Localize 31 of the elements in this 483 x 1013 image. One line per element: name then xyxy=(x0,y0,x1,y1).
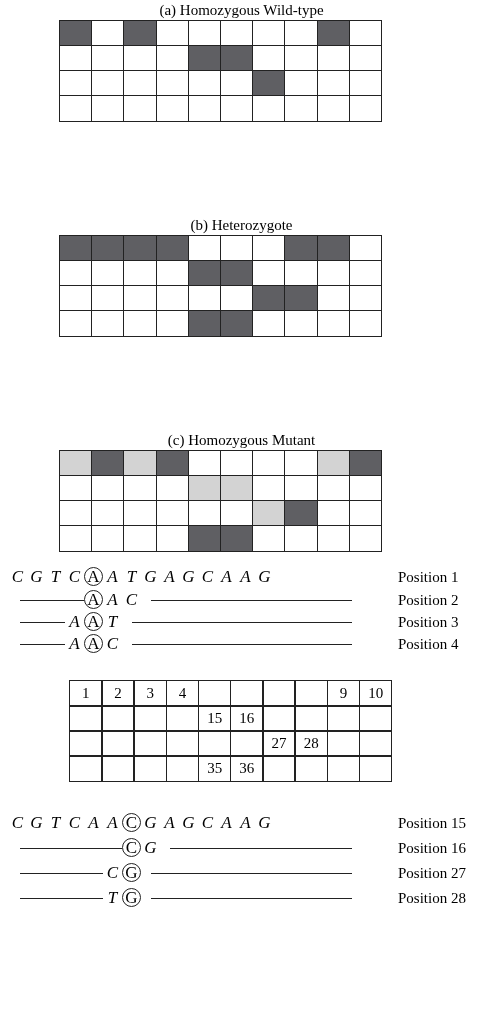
table-cell: 28 xyxy=(294,730,329,757)
table-cell: 9 xyxy=(326,680,361,707)
position-label: Position 4 xyxy=(398,635,459,653)
table-cell: 27 xyxy=(262,730,296,757)
sequence-text: C G xyxy=(103,862,141,884)
position-label: Position 16 xyxy=(398,839,466,857)
position-label: Position 27 xyxy=(398,864,466,882)
sequence-text: C G xyxy=(122,837,160,859)
table-cell: 10 xyxy=(358,680,393,707)
table-cell: 1 xyxy=(69,680,103,707)
sequence-text: A A T xyxy=(67,611,119,633)
position-label: Position 1 xyxy=(398,568,459,586)
table-cell: 36 xyxy=(230,755,264,782)
position-label: Position 28 xyxy=(398,889,466,907)
table-cell: 3 xyxy=(133,680,168,707)
position-label: Position 3 xyxy=(398,613,459,631)
table-cell: 4 xyxy=(165,680,200,707)
sequence-text: C G T C A A T G A G C A A G xyxy=(10,566,272,588)
position-label: Position 2 xyxy=(398,591,459,609)
table-cell: 2 xyxy=(101,680,135,707)
sequence-text: C G T C A A C G A G C A A G xyxy=(10,812,272,834)
position-label: Position 15 xyxy=(398,814,466,832)
grid-title: (c) Homozygous Mutant xyxy=(166,431,317,449)
table-cell: 35 xyxy=(197,755,232,782)
sequence-text: T G xyxy=(103,887,141,909)
grid-title: (a) Homozygous Wild-type xyxy=(158,1,325,19)
table-cell: 16 xyxy=(230,705,264,732)
grid-title: (b) Heterozygote xyxy=(189,216,294,234)
sequence-text: A A C xyxy=(67,633,120,655)
table-cell: 15 xyxy=(197,705,232,732)
sequence-text: A A C xyxy=(84,589,141,611)
